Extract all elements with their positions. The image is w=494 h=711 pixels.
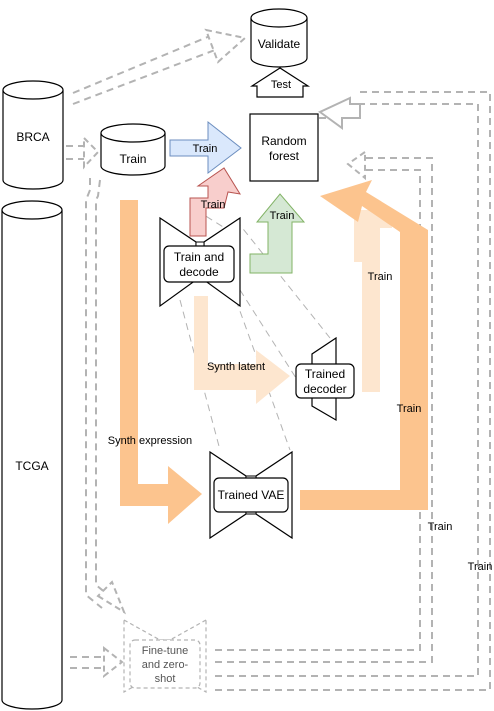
trained-decoder-line2: decoder	[303, 382, 346, 396]
brca-label: BRCA	[16, 130, 49, 144]
finetune-line3: shot	[155, 673, 176, 685]
trained-vae: Trained VAE	[209, 450, 293, 540]
synth-latent-arrow: Synth latent	[194, 296, 290, 404]
light-orange-train-label: Train	[368, 271, 393, 283]
random-forest-label-line1: Random	[261, 134, 306, 148]
synth-expression-arrow: Synth expression	[108, 200, 202, 524]
dashed-inner-train-label: Train	[428, 521, 453, 533]
dashed-arrowhead-train	[83, 135, 100, 170]
tcga-label: TCGA	[15, 459, 48, 473]
train-and-decode-line2: decode	[179, 265, 219, 279]
light-orange-train-arrow: Train	[354, 210, 392, 392]
train-database: Train	[100, 123, 166, 176]
finetune-line1: Fine-tune	[142, 645, 188, 657]
random-forest-box: Random forest	[249, 113, 319, 182]
red-train-arrow: Train	[189, 167, 242, 237]
orange-train-arrow: Train	[300, 180, 428, 510]
train-db-label: Train	[120, 152, 147, 166]
dashed-loop-outer	[215, 103, 479, 677]
synth-latent-label: Synth latent	[207, 361, 265, 373]
dashed-arrowhead-finetune	[96, 580, 127, 615]
validate-database: Validate	[250, 8, 308, 68]
trained-vae-label: Trained VAE	[218, 488, 285, 502]
dashed-line-train-finetune	[85, 178, 103, 609]
blue-train-label: Train	[193, 143, 218, 155]
test-label: Test	[271, 79, 291, 91]
train-and-decode-vae: Train and decode	[159, 216, 241, 308]
random-forest-label-line2: forest	[269, 149, 300, 163]
dashed-loop-inner	[215, 169, 421, 651]
green-train-label: Train	[270, 210, 295, 222]
orange-train-label: Train	[397, 403, 422, 415]
brca-database: BRCA	[2, 80, 64, 190]
train-and-decode-line1: Train and	[174, 250, 224, 264]
test-arrow: Test	[249, 67, 311, 98]
dashed-arrow-brca-validate	[72, 49, 216, 105]
synth-expression-label: Synth expression	[108, 435, 192, 447]
dashed-outer-train-label: Train	[468, 561, 493, 573]
trained-decoder-line1: Trained	[305, 367, 345, 381]
red-train-label: Train	[201, 199, 226, 211]
finetune-line2: and zero-	[142, 659, 189, 671]
outer-loop-arrowhead	[318, 96, 361, 130]
blue-train-arrow: Train	[169, 120, 242, 175]
tcga-database: TCGA	[1, 200, 63, 710]
dashed-arrowhead-tcga	[103, 645, 124, 679]
validate-label: Validate	[258, 37, 301, 51]
trained-decoder: Trained decoder	[295, 336, 355, 422]
green-train-arrow: Train	[249, 193, 306, 274]
dashed-arrowhead-validate	[204, 28, 248, 64]
finetune-zeroshot-vae	[123, 618, 207, 694]
